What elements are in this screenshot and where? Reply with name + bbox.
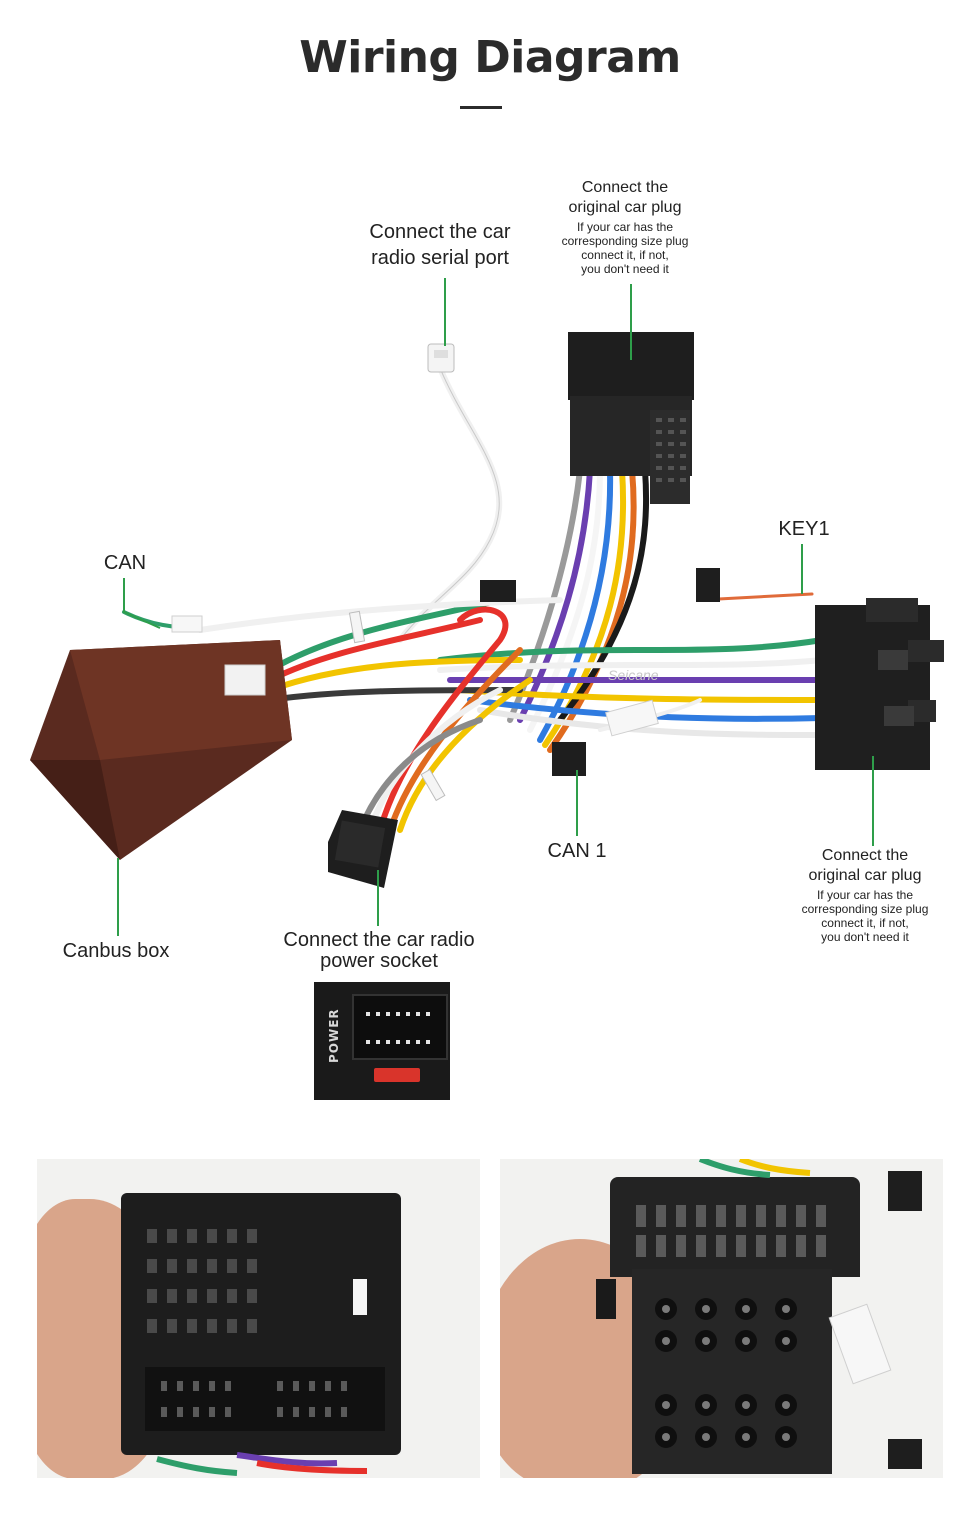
connector-pins-left	[145, 1229, 385, 1476]
label-can: CAN	[103, 552, 147, 574]
page-title: Wiring Diagram	[299, 32, 681, 83]
canbus-box	[30, 640, 292, 860]
title-underline	[460, 106, 502, 109]
watermark: Seicane	[608, 667, 659, 683]
socket-pin-block	[352, 994, 448, 1060]
label-top-plug: Connect the original car plug	[568, 179, 682, 216]
cable-tie	[348, 610, 366, 644]
label-key1: KEY1	[778, 518, 830, 540]
socket-pins	[366, 1012, 430, 1044]
right-connector	[815, 598, 944, 770]
label-right-plug: Connect the original car plug	[808, 847, 922, 884]
label-canbus-box: Canbus box	[62, 940, 170, 962]
label-power-socket: Connect the car radio power socket	[283, 929, 475, 972]
power-socket-photo: POWER	[314, 982, 450, 1100]
label-serial-port: Connect the car radio serial port	[369, 221, 511, 269]
wire-tag-can	[171, 615, 203, 633]
label-right-plug-note: If your car has the corresponding size p…	[801, 888, 929, 944]
wire-tag-can1	[605, 699, 659, 737]
can1-connector	[552, 742, 586, 776]
serial-port-plug	[427, 343, 455, 373]
cable-tie	[420, 768, 446, 802]
fuse-icon	[374, 1068, 420, 1082]
label-can1: CAN 1	[547, 840, 607, 862]
photo-top-connector-face	[37, 1159, 480, 1478]
wiring-harness-illustration: Seicane	[30, 278, 944, 936]
key1-connector	[696, 568, 720, 602]
photo-right-connector-face	[500, 1159, 943, 1478]
leader-lines	[117, 278, 874, 936]
label-top-plug-note: If your car has the corresponding size p…	[561, 220, 689, 276]
power-socket-plug	[328, 810, 398, 888]
top-connector	[568, 332, 694, 504]
connector-pins-right	[596, 1159, 922, 1469]
